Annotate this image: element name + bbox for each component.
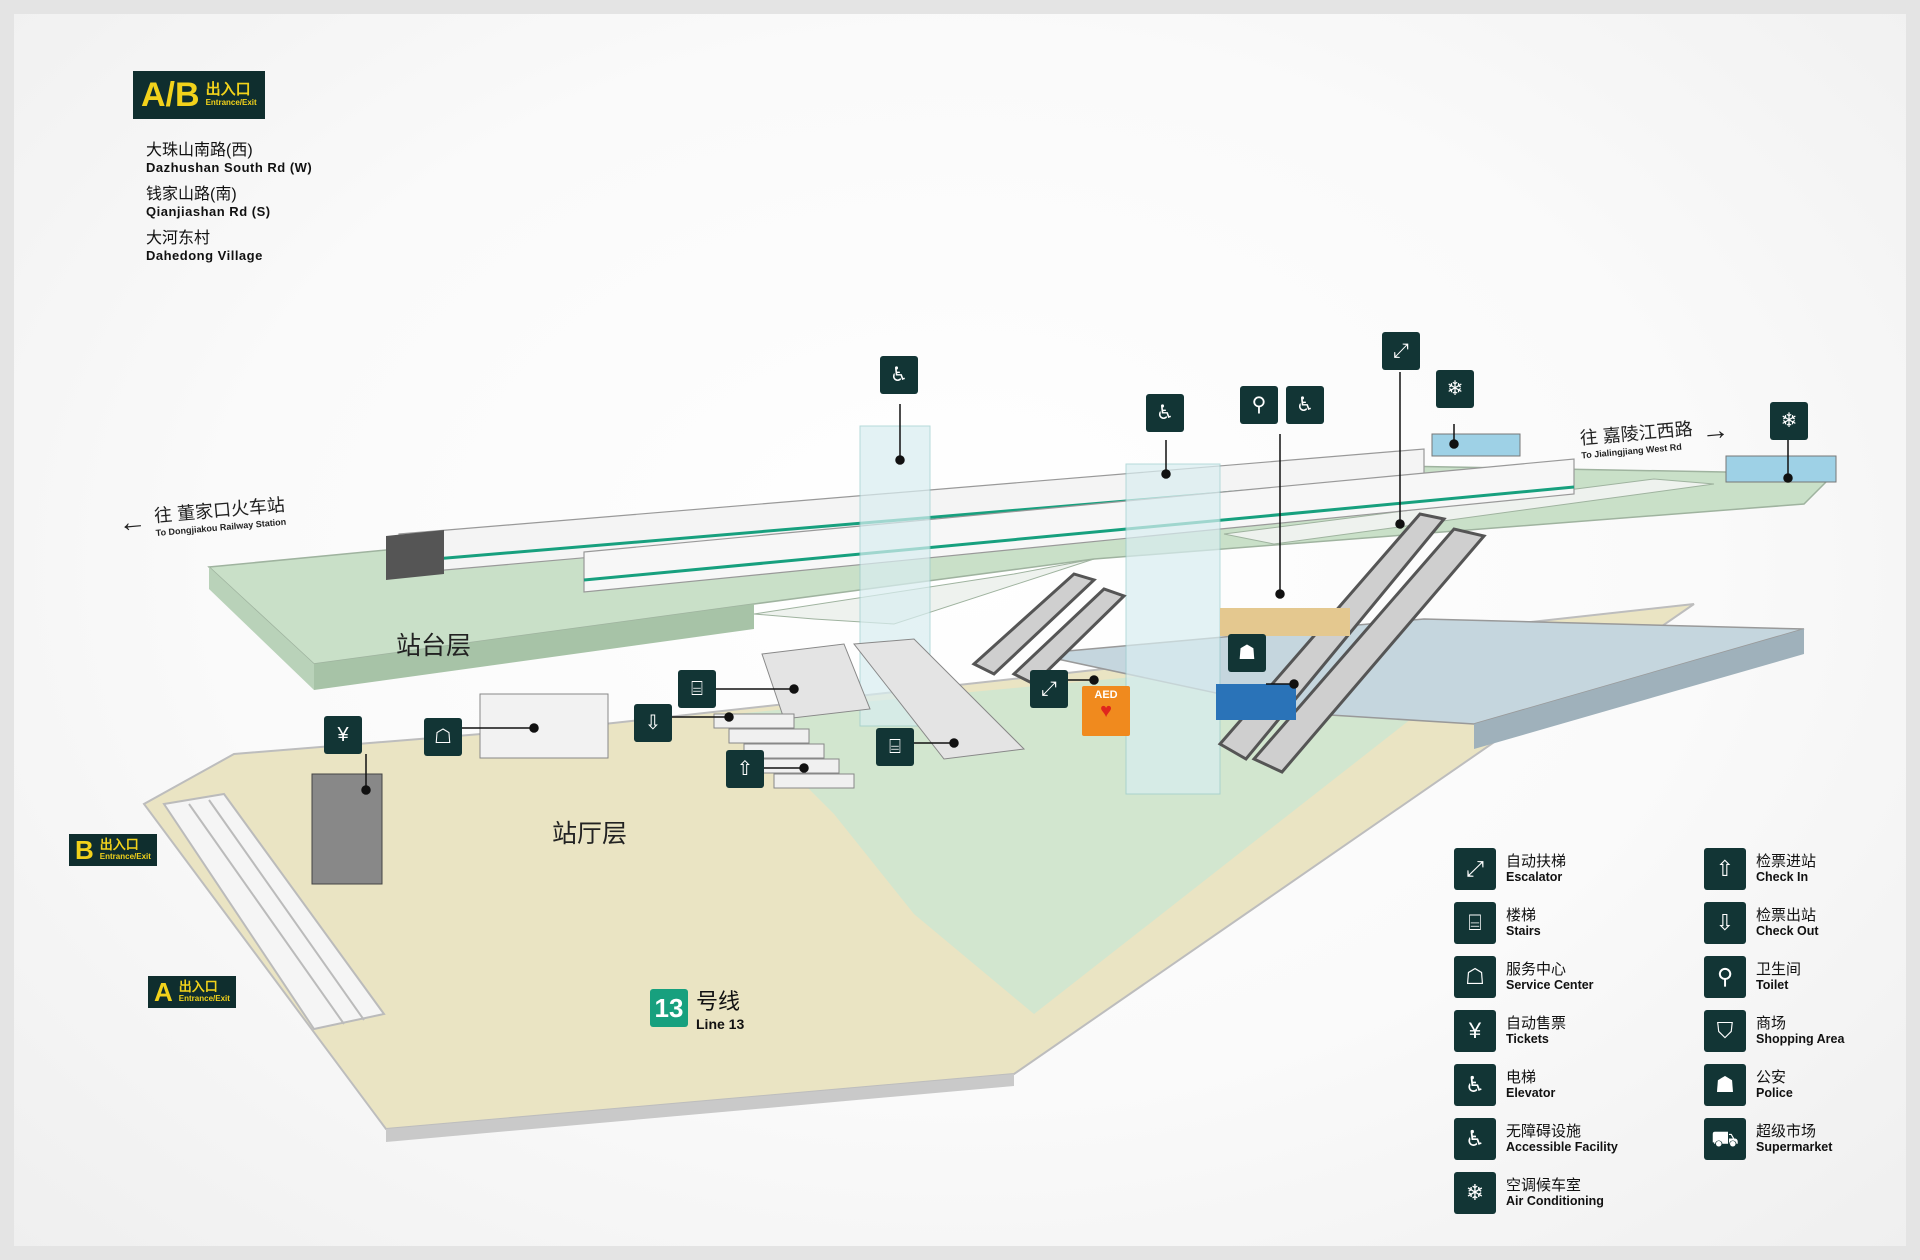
escalator-icon: ⤢ (1030, 670, 1068, 708)
ticket-icon: ¥ (324, 716, 362, 754)
exit-ab-cn: 出入口 (205, 81, 251, 99)
aed-sign: AED ♥ (1082, 686, 1130, 736)
ac-room-1 (1431, 433, 1521, 457)
escalator-icon: ⤢ (1454, 848, 1496, 890)
toilet-icon: ⚲ (1704, 956, 1746, 998)
service-center-icon: ☖ (424, 718, 462, 756)
check-out-icon: ⇩ (1704, 902, 1746, 944)
destination-3: 大河东村 Dahedong Village (146, 230, 263, 263)
air-conditioning-icon: ❄ (1770, 402, 1808, 440)
line-13-badge: 13 号线 Line 13 (650, 984, 744, 1032)
map-canvas: A/B 出入口 Entrance/Exit 大珠山南路(西) Dazhushan… (14, 14, 1906, 1246)
elevator-icon: ♿ (880, 356, 918, 394)
stairs-icon: ⌸ (876, 728, 914, 766)
air-conditioning-icon: ❄ (1454, 1172, 1496, 1214)
shop-room (1220, 608, 1350, 636)
supermarket-icon: ⛟ (1704, 1118, 1746, 1160)
platform-slab-front (314, 604, 754, 690)
exit-a-badge: A 出入口 Entrance/Exit (148, 976, 236, 1008)
arrow-left-icon: ← (116, 504, 148, 539)
stairs-icon: ⌸ (1454, 902, 1496, 944)
destination-1: 大珠山南路(西) Dazhushan South Rd (W) (146, 142, 313, 175)
check-in-icon: ⇧ (1704, 848, 1746, 890)
service-counter (479, 693, 609, 759)
train-front (583, 458, 1575, 593)
arrow-right-icon: → (1699, 413, 1731, 447)
line-en: Line 13 (696, 1016, 745, 1032)
check-in-icon: ⇧ (726, 750, 764, 788)
platform-slab-left (209, 567, 314, 690)
ticket-gates (713, 713, 855, 789)
escalator-icon: ⤢ (1382, 332, 1420, 370)
concourse-edge (386, 1074, 1014, 1142)
air-conditioning-icon: ❄ (1436, 370, 1474, 408)
aed-label: AED (1094, 689, 1118, 701)
elevator-shaft-right (1125, 463, 1221, 795)
exit-b-badge: B 出入口 Entrance/Exit (69, 834, 157, 866)
accessible-icon: ♿ (1454, 1118, 1496, 1160)
exit-ab-badge: A/B 出入口 Entrance/Exit (133, 71, 265, 119)
accessible-icon: ♿ (1286, 386, 1324, 424)
elevator-icon: ♿ (1454, 1064, 1496, 1106)
service-center-icon: ☖ (1454, 956, 1496, 998)
check-out-icon: ⇩ (634, 704, 672, 742)
heart-icon: ♥ (1100, 700, 1112, 722)
stairs-icon: ⌸ (678, 670, 716, 708)
shopping-icon: ⛉ (1704, 1010, 1746, 1052)
ac-room-2 (1725, 455, 1837, 483)
police-icon: ☗ (1228, 634, 1266, 672)
destination-2: 钱家山路(南) Qianjiashan Rd (S) (146, 186, 271, 219)
train-cab (386, 530, 444, 580)
toilet-icon: ⚲ (1240, 386, 1278, 424)
concourse-stairs (761, 638, 1026, 760)
line-number: 13 (650, 989, 688, 1027)
exit-ab-letter: A/B (141, 76, 200, 114)
concourse-level-label: 站厅层 (552, 820, 628, 848)
elevator-icon: ♿ (1146, 394, 1184, 432)
exit-ab-en: Entrance/Exit (205, 97, 257, 107)
right-block-side (1474, 629, 1804, 749)
platform-level-label: 站台层 (396, 632, 472, 660)
ticket-icon: ¥ (1454, 1010, 1496, 1052)
entrance-stairs (162, 792, 386, 1031)
station-diagram (142, 372, 1837, 1142)
line-cn: 号线 (696, 989, 741, 1014)
police-icon: ☗ (1704, 1064, 1746, 1106)
ticket-machines (311, 773, 383, 885)
police-room (1216, 684, 1296, 720)
